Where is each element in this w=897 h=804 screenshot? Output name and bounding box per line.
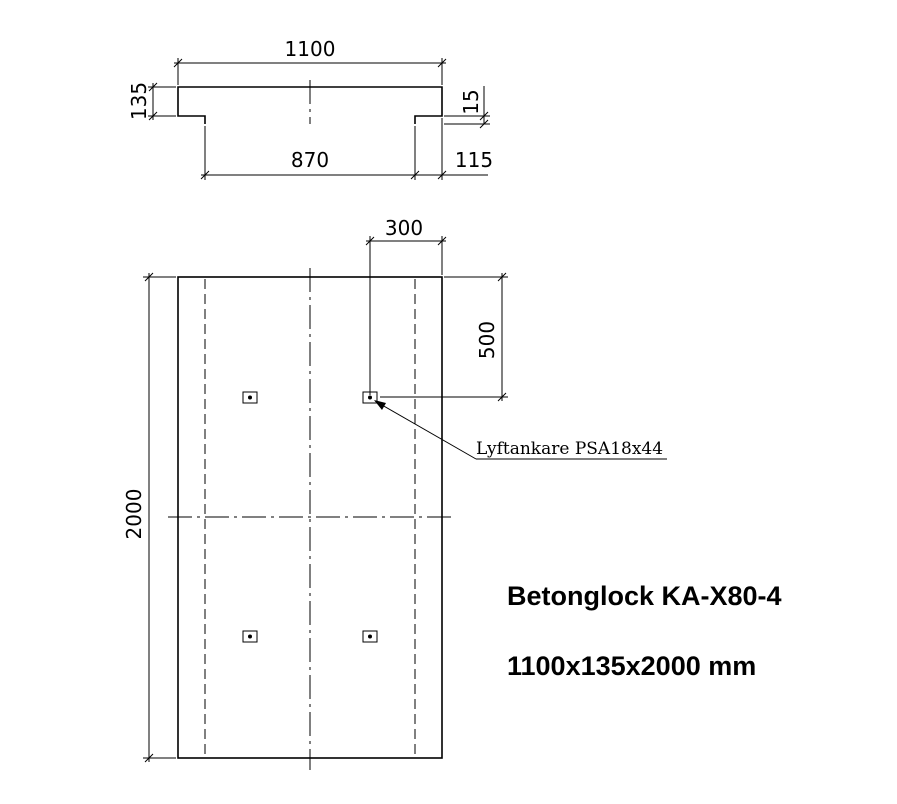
drawing-size: 1100x135x2000 mm xyxy=(507,651,756,681)
lifting-anchor-icon xyxy=(362,630,378,643)
dim-500: 500 xyxy=(475,321,499,359)
callout-label: Lyftankare PSA18x44 xyxy=(476,439,663,459)
dim-135: 135 xyxy=(127,82,151,120)
dim-300: 300 xyxy=(385,216,423,240)
dim-115: 115 xyxy=(455,148,493,172)
dim-15: 15 xyxy=(459,89,483,114)
dim-1100: 1100 xyxy=(285,37,336,61)
plan-view: 300 500 2000 Lyftankare PSA18x44 xyxy=(122,216,667,770)
section-view: 1100 135 15 870 115 xyxy=(127,37,493,180)
lifting-anchor-icon xyxy=(242,391,258,404)
callout-arrow xyxy=(374,400,386,410)
dim-870: 870 xyxy=(291,148,329,172)
dim-2000: 2000 xyxy=(122,489,146,540)
lifting-anchor-icon xyxy=(242,630,258,643)
drawing-title: Betonglock KA-X80-4 xyxy=(507,581,782,611)
callout-leader xyxy=(374,400,477,460)
